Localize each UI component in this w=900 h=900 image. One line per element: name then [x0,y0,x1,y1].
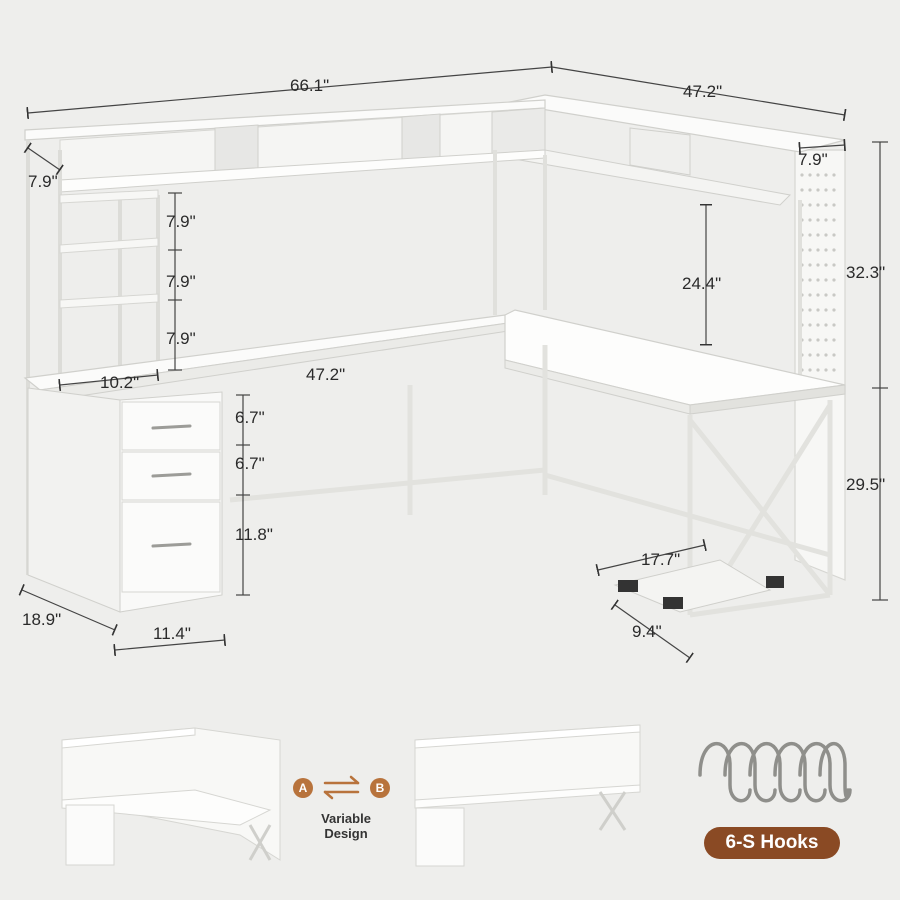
dim-hutch-clearance: 24.4" [682,274,722,293]
dim-desk-height: 29.5" [846,475,886,494]
file-cabinet [27,387,223,613]
dim-shelf-gap-3: 7.9" [166,329,196,348]
dim-drawer-1: 6.7" [235,408,265,427]
variant-b-thumbnail [414,724,641,867]
dim-cabinet-width: 11.4" [153,624,191,643]
dim-hutch-height: 32.3" [846,263,886,282]
dim-desk-length: 47.2" [306,365,346,384]
dimension-lines [18,60,888,664]
dim-stand-length: 17.7" [641,550,681,569]
dim-shelf-width: 10.2" [100,373,140,392]
dim-corner-shelf-depth: 7.9" [798,150,828,169]
pegboard-panel [794,149,846,581]
variant-b-badge: B [370,778,390,798]
dim-shelf-gap-2: 7.9" [166,272,196,291]
desktop-main [23,314,517,391]
dim-cabinet-depth: 18.9" [22,610,62,629]
swap-arrows-icon [323,775,360,800]
desk-illustration [23,94,846,618]
dim-side-length: 47.2" [683,82,723,101]
desktop-right [504,309,846,406]
s-hooks-icon [698,742,852,803]
variant-a-badge: A [293,778,313,798]
variant-a-thumbnail [61,727,281,866]
hooks-label: 6-S Hooks [704,827,840,859]
dim-drawer-2: 6.7" [235,454,265,473]
dim-stand-width: 9.4" [632,622,662,641]
dim-shelf-depth: 7.9" [28,172,58,191]
dim-hutch-length: 66.1" [290,76,330,95]
dim-drawer-3: 11.8" [235,525,273,544]
variable-design-caption: Variable Design [321,811,371,841]
dim-shelf-gap-1: 7.9" [166,212,196,231]
